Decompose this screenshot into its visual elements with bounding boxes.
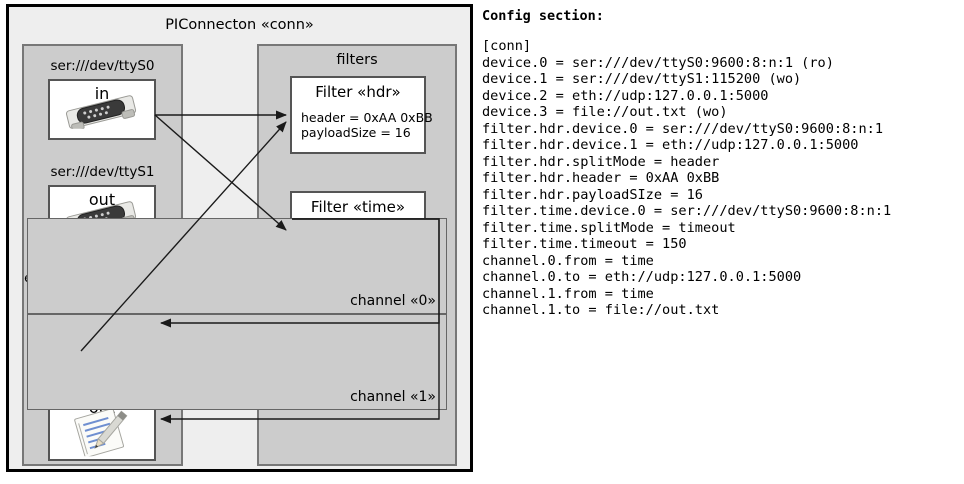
config-line: device.2 = eth://udp:127.0.0.1:5000 [482, 87, 769, 104]
config-line: filter.hdr.payloadSIze = 16 [482, 186, 703, 203]
config-line: filter.time.device.0 = ser:///dev/ttyS0:… [482, 203, 892, 219]
filter-hdr-title: Filter «hdr» [315, 83, 401, 101]
filters-panel: filters Filter «hdr» header = 0xAA 0xBB … [27, 44, 457, 466]
config-line: channel.0.to = eth://udp:127.0.0.1:5000 [482, 269, 802, 285]
filter-hdr-properties: header = 0xAA 0xBB payloadSize = 16 [301, 110, 433, 140]
device-label-serial0: ser:///dev/ttyS0 [50, 58, 155, 74]
config-line: channel.1.from = time [482, 285, 654, 302]
diagram-frame: PIConnecton «conn» ser:///dev/ttyS0 in [6, 4, 473, 472]
filter-time-title: Filter «time» [310, 198, 406, 216]
diagram-title: PIConnecton «conn» [165, 17, 314, 33]
filter-box-hdr[interactable]: Filter «hdr» header = 0xAA 0xBB payloadS… [290, 76, 433, 154]
text-file-icon [69, 408, 135, 461]
config-section: Config section: [conn]device.0 = ser:///… [482, 0, 952, 484]
config-line: device.3 = file://out.txt (wo) [482, 104, 728, 120]
config-line: filter.hdr.header = 0xAA 0xBB [482, 170, 720, 186]
channel-1-label: channel «1» [350, 389, 436, 405]
channel-region-0: channel «0» [27, 218, 447, 314]
config-line: device.1 = ser:///dev/ttyS1:115200 (wo) [482, 71, 802, 87]
config-line: [conn] [482, 38, 532, 54]
config-line: filter.time.splitMode = timeout [482, 219, 736, 236]
config-line: filter.hdr.splitMode = header [482, 153, 720, 170]
device-box-serial0[interactable]: in [48, 79, 156, 140]
config-line: channel.0.from = time [482, 252, 654, 269]
config-heading: Config section: [482, 8, 604, 24]
serial-port-icon [63, 94, 141, 132]
config-line: device.0 = ser:///dev/ttyS0:9600:8:n:1 (… [482, 54, 834, 71]
config-text: [conn]device.0 = ser:///dev/ttyS0:9600:8… [482, 38, 891, 319]
filter-hdr-prop-header: header = 0xAA 0xBB [301, 110, 433, 125]
filters-panel-title: filters [336, 52, 378, 68]
channel-region-1: channel «1» [27, 314, 447, 410]
channel-0-label: channel «0» [350, 293, 436, 309]
config-line: filter.hdr.device.0 = ser:///dev/ttyS0:9… [482, 120, 884, 137]
config-line: filter.hdr.device.1 = eth://udp:127.0.0.… [482, 137, 859, 153]
config-line: filter.time.timeout = 150 [482, 236, 687, 252]
device-label-serial1: ser:///dev/ttyS1 [50, 164, 155, 180]
config-line: channel.1.to = file://out.txt [482, 302, 720, 318]
filter-hdr-prop-payloadsize: payloadSize = 16 [301, 125, 411, 140]
